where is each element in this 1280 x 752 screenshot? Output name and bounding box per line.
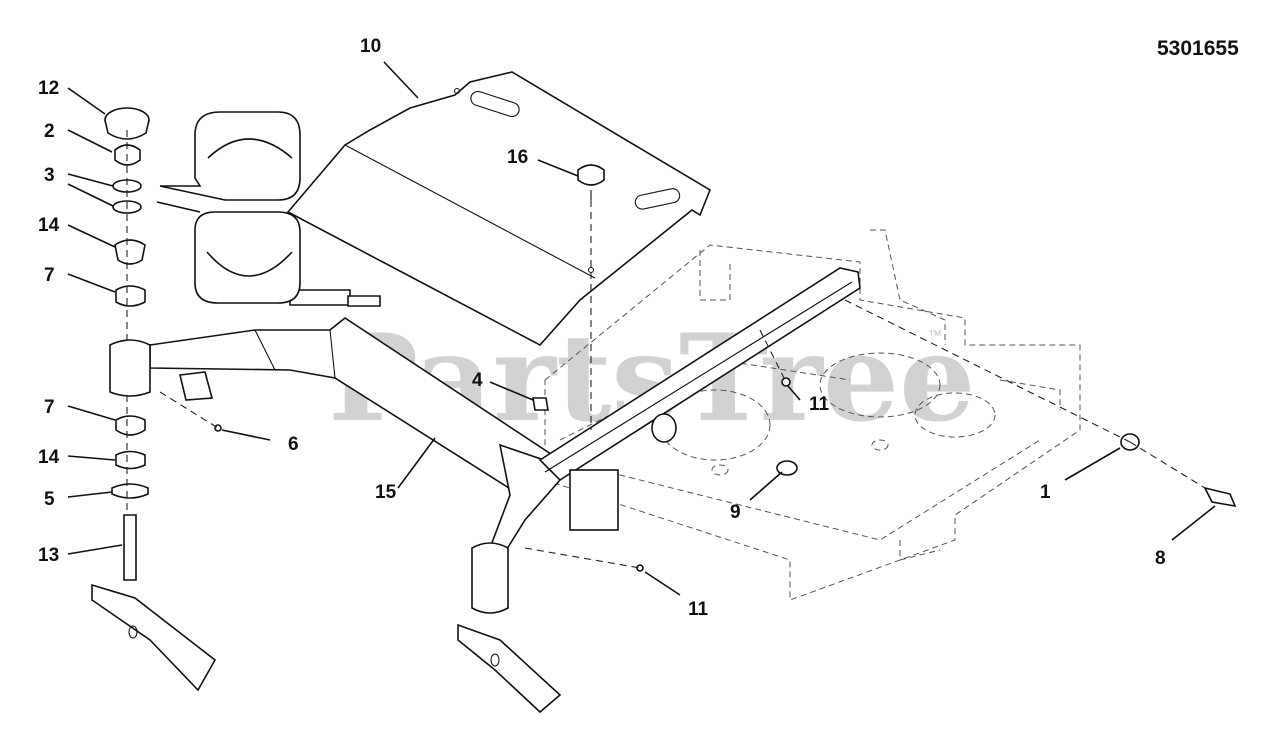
- callout-11-lower: 11: [688, 599, 709, 620]
- diagram-code: 5301655: [1157, 37, 1239, 60]
- callout-2: 2: [44, 121, 55, 142]
- callout-16: 16: [507, 147, 528, 168]
- assembly-lines: [126, 130, 1206, 569]
- callout-11-upper: 11: [809, 394, 830, 415]
- front-axle-frame: [149, 267, 861, 562]
- callout-5: 5: [44, 489, 55, 510]
- callout-12: 12: [38, 78, 59, 99]
- callout-9: 9: [730, 502, 741, 523]
- callout-7-bottom: 7: [44, 397, 55, 418]
- callout-1: 1: [1040, 482, 1051, 503]
- callout-4: 4: [472, 370, 483, 391]
- left-caster-assembly: [91, 107, 217, 692]
- foot-plate: [286, 71, 711, 347]
- inset-detail: [156, 111, 301, 304]
- callout-15: 15: [375, 482, 397, 503]
- callout-6: 6: [288, 434, 299, 455]
- right-caster-assembly: [457, 542, 562, 714]
- callout-14-bottom: 14: [38, 447, 60, 468]
- callout-10: 10: [360, 36, 381, 57]
- watermark-trademark: ™: [928, 327, 942, 343]
- callout-labels: 10 16 12 2 3 14 7 7 14 5 13 6 15 4 11 9 …: [38, 36, 1166, 620]
- deck-frame: [544, 229, 1081, 601]
- callout-13: 13: [38, 545, 59, 566]
- small-hardware: [214, 164, 1237, 572]
- callout-3: 3: [44, 165, 55, 186]
- leader-lines: [67, 61, 1216, 596]
- callout-8: 8: [1155, 548, 1166, 569]
- callout-14-top: 14: [38, 215, 60, 236]
- callout-7-top: 7: [44, 265, 55, 286]
